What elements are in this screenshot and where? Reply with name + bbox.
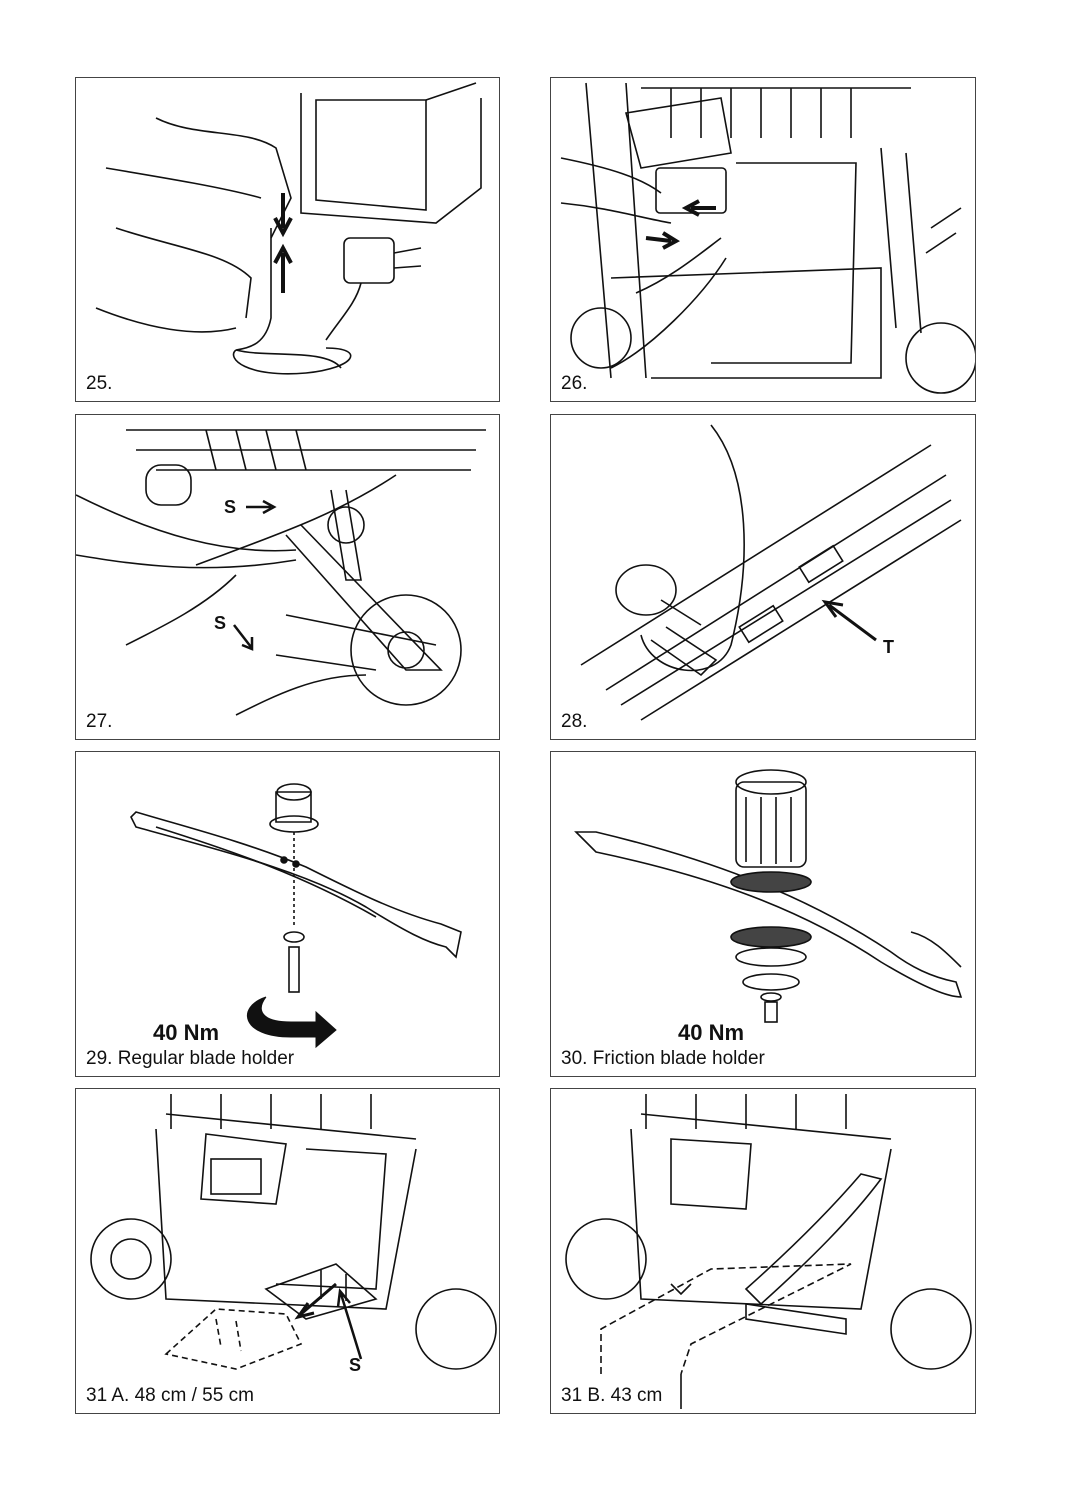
plug-label: S: [349, 1355, 362, 1375]
figure-caption: 28.: [561, 711, 588, 732]
figure-caption: 31 A. 48 cm / 55 cm: [86, 1385, 254, 1406]
torque-value: 40 Nm: [678, 1020, 745, 1045]
figure-29: 40 Nm 29. Regular blade holder: [75, 751, 500, 1077]
arrow-icon: [233, 499, 277, 651]
figure-caption: 25.: [86, 373, 113, 394]
mulching-plug-illustration: [90, 1094, 497, 1370]
figure-caption: 29. Regular blade holder: [86, 1048, 295, 1069]
figure-28: T 28.: [550, 414, 976, 740]
battery-connector-illustration: [560, 82, 975, 394]
torque-value: 40 Nm: [153, 1020, 220, 1045]
handle-clamp-illustration: [580, 424, 962, 721]
figure-caption: 27.: [86, 711, 113, 732]
charger-connection-illustration: [95, 82, 482, 375]
figure-30: 40 Nm 30. Friction blade holder: [550, 751, 976, 1077]
figure-31a: S 31 A. 48 cm / 55 cm: [75, 1088, 500, 1414]
deflector-plate-illustration: [565, 1094, 972, 1409]
arrow-icon: [273, 193, 293, 293]
clamp-label: T: [883, 637, 894, 657]
mower-handle-screws-illustration: [76, 429, 486, 716]
rotation-arrow-icon: [247, 996, 337, 1049]
figure-caption: 26.: [561, 373, 588, 394]
screw-label: S: [224, 497, 237, 517]
friction-blade-holder-illustration: [574, 769, 963, 1023]
figure-caption: 30. Friction blade holder: [561, 1048, 765, 1069]
figure-caption: 31 B. 43 cm: [561, 1385, 663, 1406]
regular-blade-holder-illustration: [130, 783, 462, 993]
figure-27: S S 27.: [75, 414, 500, 740]
figure-25: 25.: [75, 77, 500, 402]
arrow-icon: [294, 1282, 363, 1360]
figure-31b: 31 B. 43 cm: [550, 1088, 976, 1414]
screw-label: S: [214, 613, 227, 633]
arrow-icon: [821, 599, 877, 642]
arrow-icon: [645, 199, 716, 250]
figure-26: 26.: [550, 77, 976, 402]
